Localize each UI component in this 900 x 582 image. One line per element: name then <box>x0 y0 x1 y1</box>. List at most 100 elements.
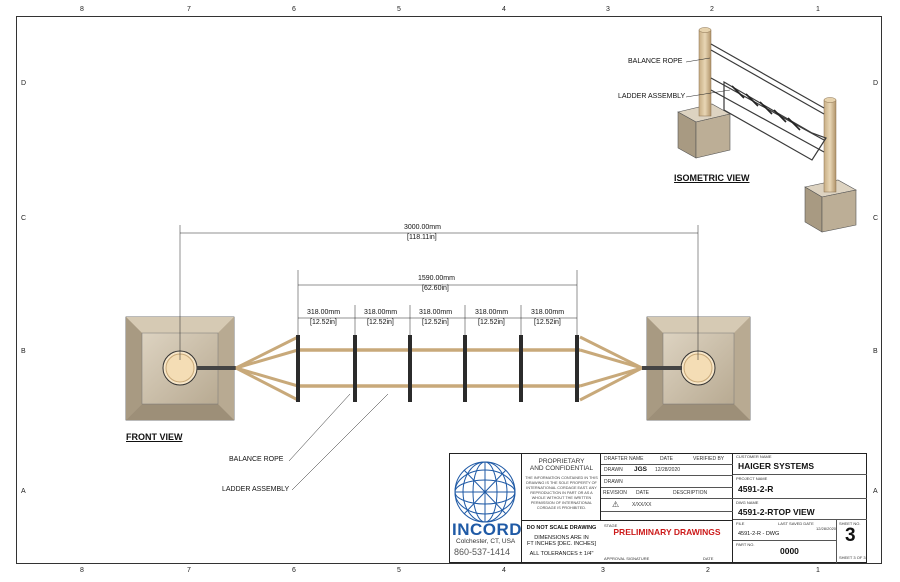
iso-ladder-assembly-callout: LADDER ASSEMBLY <box>618 93 686 100</box>
do-not-scale: DO NOT SCALE DRAWING <box>526 525 597 531</box>
grid-col-3-top: 3 <box>606 6 610 13</box>
grid-row-c-right: C <box>873 215 879 222</box>
stage-panel <box>601 521 733 563</box>
spacing-dim-3-in: [12.52in] <box>422 319 449 326</box>
grid-row-d-right: D <box>873 80 879 87</box>
grid-row-d-left: D <box>21 80 27 87</box>
right-footing <box>646 316 751 421</box>
customer-label: CUSTOMER NAME <box>736 454 772 459</box>
drafter-name-header: DRAFTER NAME <box>604 456 644 462</box>
overall-dim-mm: 3000.00mm <box>404 224 441 231</box>
spacing-dim-5-mm: 318.00mm <box>531 309 565 316</box>
part-number: 0000 <box>780 546 799 556</box>
spacing-dim-2-in: [12.52in] <box>367 319 394 326</box>
file-label: FILE <box>736 521 745 526</box>
drafter-row-line-2 <box>601 475 733 476</box>
grid-col-6-bottom: 6 <box>292 567 296 574</box>
title-block <box>449 453 867 563</box>
isometric-drawing <box>677 27 857 233</box>
spacing-dim-3-mm: 318.00mm <box>419 309 453 316</box>
drafter-row-line-3 <box>601 487 733 488</box>
grid-col-7-bottom: 7 <box>187 567 191 574</box>
grid-col-4-top: 4 <box>502 6 506 13</box>
drafter-row-line-5 <box>601 511 733 512</box>
grid-col-4-bottom: 4 <box>502 567 506 574</box>
front-view-title: FRONT VIEW <box>126 432 183 442</box>
grid-col-5-bottom: 5 <box>397 567 401 574</box>
approval-signature-label: APPROVAL SIGNATURE <box>604 556 650 561</box>
sheets-of: SHEET 3 OF 3 <box>839 555 866 560</box>
grid-col-8-top: 8 <box>80 6 84 13</box>
drafter-row-lines <box>601 464 733 465</box>
grid-col-3-bottom: 3 <box>601 567 605 574</box>
project-label: PROJECT NAME <box>736 476 768 481</box>
ladder-rungs <box>296 335 579 402</box>
company-phone: 860-537-1414 <box>454 547 511 557</box>
dimension-lines <box>179 225 699 491</box>
overall-dim-in: [118.11in] <box>407 234 437 241</box>
approval-date-label: DATE <box>703 556 714 561</box>
sheet-no-label: SHEET NO. <box>839 521 861 526</box>
grid-row-a-left: A <box>21 488 26 495</box>
spacing-dim-1-in: [12.52in] <box>310 319 337 326</box>
balance-rope-callout: BALANCE ROPE <box>229 456 284 463</box>
grid-row-b-right: B <box>873 348 878 355</box>
customer-name: HAIGER SYSTEMS <box>738 461 815 471</box>
last-saved-date: 12/28/2020 <box>816 526 837 531</box>
spacing-dim-4-in: [12.52in] <box>478 319 505 326</box>
isometric-view-title: ISOMETRIC VIEW <box>674 173 750 183</box>
grid-col-7-top: 7 <box>187 6 191 13</box>
grid-col-5-top: 5 <box>397 6 401 13</box>
dimensions-units: DIMENSIONS ARE IN FT INCHES [DEC. INCHES… <box>527 535 596 547</box>
stage-value: PRELIMINARY DRAWINGS <box>613 527 721 537</box>
description-header: DESCRIPTION <box>673 490 708 496</box>
proprietary-text: THE INFORMATION CONTAINED IN THIS DRAWIN… <box>525 476 598 510</box>
row-line-dwg <box>733 519 867 520</box>
part-label: PART NO. <box>736 542 755 547</box>
spacing-dim-4-mm: 318.00mm <box>475 309 509 316</box>
sheet-number: 3 <box>845 525 856 546</box>
revision-header: REVISION <box>603 490 627 496</box>
grid-col-2-bottom: 2 <box>706 567 710 574</box>
drafter-initials: JGS <box>634 466 648 473</box>
project-name: 4591-2-R <box>738 484 774 494</box>
revision-date-header: DATE <box>636 490 649 496</box>
grid-row-b-left: B <box>21 348 26 355</box>
warning-icon: ⚠ <box>612 500 620 509</box>
sheet-divider <box>836 519 837 563</box>
verified-by-header: VERIFIED BY <box>693 456 725 462</box>
grid-col-6-top: 6 <box>292 6 296 13</box>
drafter-date-header: DATE <box>660 456 673 462</box>
file-name: 4591-2-R - DWG <box>738 531 780 537</box>
row-line-customer <box>733 474 867 475</box>
ladder-assembly-callout: LADDER ASSEMBLY <box>222 486 290 493</box>
row-line-project <box>733 498 867 499</box>
drawn-label-1: DRAWN <box>604 467 623 473</box>
grid-col-1-top: 1 <box>816 6 820 13</box>
rope-assembly <box>197 335 682 402</box>
proprietary-title: PROPRIETARY AND CONFIDENTIAL <box>529 458 594 472</box>
drawn-label-2: DRAWN <box>604 479 623 485</box>
grid-col-1-bottom: 1 <box>816 567 820 574</box>
drafter-row-line-4 <box>601 498 733 499</box>
grid-row-a-right: A <box>873 488 878 495</box>
dwg-name: 4591-2-RTOP VIEW <box>738 507 815 517</box>
spacing-dim-2-mm: 318.00mm <box>364 309 398 316</box>
proprietary-panel <box>522 453 601 521</box>
iso-balance-rope-callout: BALANCE ROPE <box>628 58 683 65</box>
grid-col-8-bottom: 8 <box>80 567 84 574</box>
tolerances: ALL TOLERANCES ± 1/4" <box>529 551 594 557</box>
drawn-date: 12/28/2020 <box>655 467 681 473</box>
company-logo-text: INCORD <box>452 520 523 539</box>
spacing-dim-5-in: [12.52in] <box>534 319 561 326</box>
stage-label: STAGE <box>604 523 618 528</box>
ladder-dim-mm: 1590.00mm <box>418 275 455 282</box>
grid-row-c-left: C <box>21 215 27 222</box>
logo-panel <box>449 453 522 563</box>
spacing-dim-1-mm: 318.00mm <box>307 309 341 316</box>
ladder-dim-in: [62.60in] <box>422 285 449 292</box>
last-saved-label: LAST SAVED DATE <box>778 521 814 526</box>
dwg-label: DWG NAME <box>736 500 759 505</box>
row-line-file <box>733 540 836 541</box>
